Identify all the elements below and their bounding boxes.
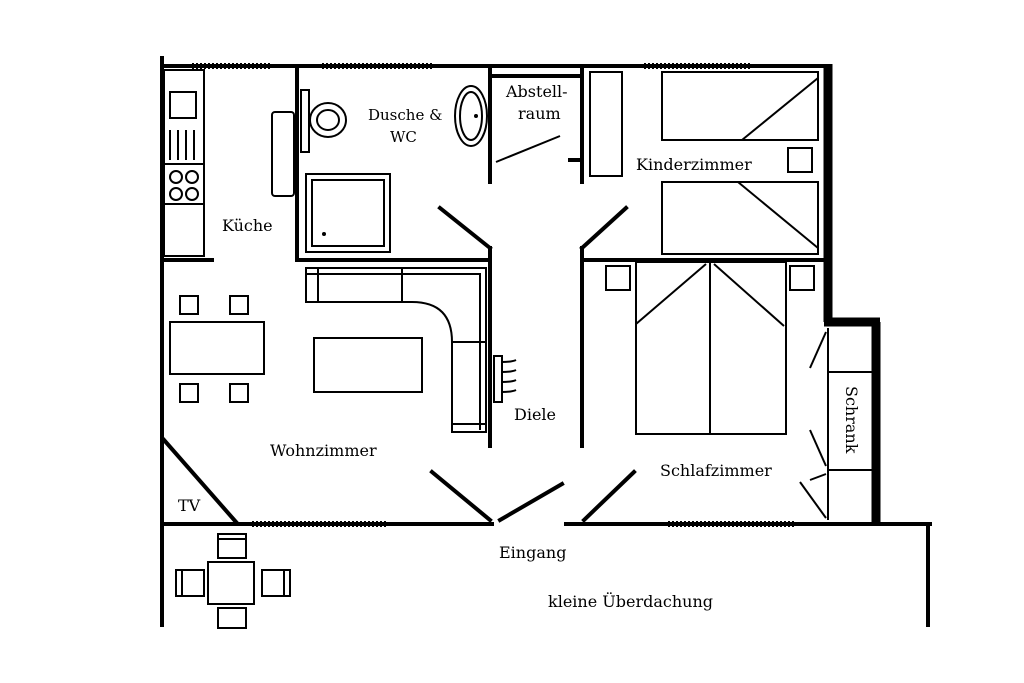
room-labels: Küche Dusche & WC Abstell- raum Kinderzi… [178,82,861,611]
outer-walls [160,56,932,627]
label-bathroom-line2: WC [390,128,417,146]
kitchen-counter [163,69,205,257]
windows [192,63,796,527]
label-bedroom: Schlafzimmer [660,461,772,480]
label-bathroom-line1: Dusche & [368,106,442,124]
interior-walls [160,64,828,448]
label-storage-line2: raum [518,104,561,123]
label-hallway: Diele [514,405,556,424]
label-entrance: Eingang [499,543,566,562]
label-storage-line1: Abstell- [505,82,568,101]
kids-room-furniture [589,71,819,255]
label-wardrobe: Schrank [842,386,861,454]
label-kitchen: Küche [222,216,273,235]
bedroom-furniture [605,261,872,520]
label-living-room: Wohnzimmer [270,441,377,460]
label-canopy: kleine Überdachung [548,591,713,611]
bathroom-fixtures [271,85,488,253]
living-room-furniture [161,267,517,525]
label-kids-room: Kinderzimmer [636,155,752,174]
terrace-furniture [175,533,291,629]
door-swings [429,135,637,523]
label-tv: TV [178,496,201,515]
